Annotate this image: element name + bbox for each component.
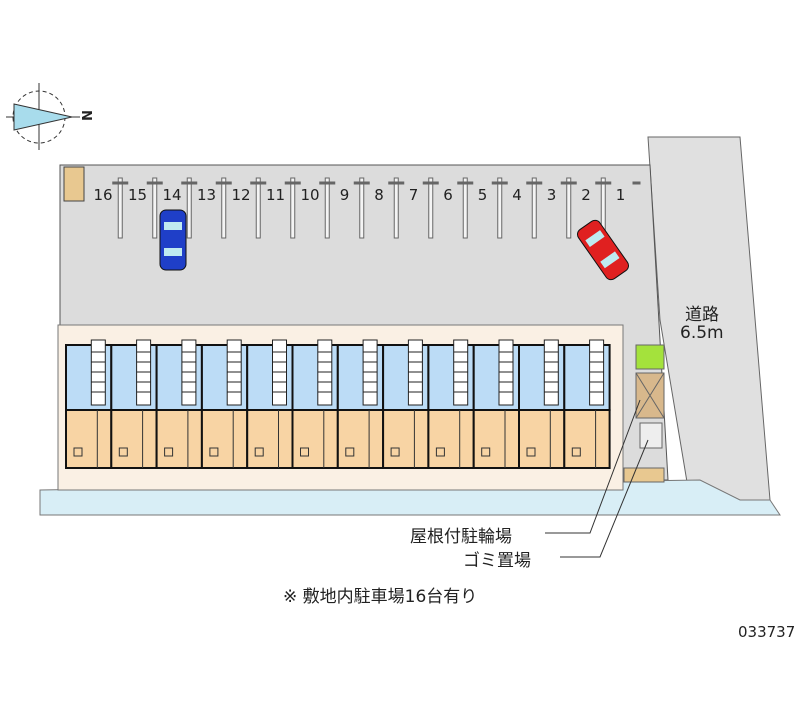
leader-trash [560, 439, 649, 558]
car-stall-2 [577, 219, 629, 281]
stall-number-13: 13 [196, 186, 217, 204]
stall-number-15: 15 [127, 186, 148, 204]
stall-divider [186, 177, 192, 239]
stall-number-6: 6 [443, 186, 453, 204]
stall-divider [393, 177, 399, 239]
stall-divider [290, 177, 296, 239]
apartment-unit [200, 339, 249, 469]
property-code: 033737 [738, 623, 796, 641]
roof-mark [635, 372, 665, 419]
stall-number-10: 10 [300, 186, 320, 204]
stall-number-4: 4 [512, 186, 522, 204]
stall-number-8: 8 [374, 186, 384, 204]
stall-number-14: 14 [162, 186, 182, 204]
apartment-unit [65, 339, 113, 469]
stall-divider [359, 177, 365, 239]
bicycle-rack [63, 166, 85, 202]
stall-divider [566, 177, 572, 239]
stall-divider [462, 177, 468, 239]
apartment-unit [336, 339, 385, 469]
compass-icon [6, 83, 80, 150]
apartment-unit [110, 339, 158, 469]
stall-divider [531, 177, 537, 239]
stall-number-7: 7 [408, 186, 419, 204]
stall-number-12: 12 [231, 186, 251, 204]
meter-box [623, 467, 665, 483]
stall-divider [117, 177, 123, 239]
stall-number-2: 2 [581, 186, 591, 204]
stall-number-11: 11 [265, 186, 286, 204]
stall-divider [221, 177, 227, 239]
bicycle-parking-label: 屋根付駐輪場 [410, 527, 512, 547]
road-label: 道路 [685, 305, 719, 325]
stall-number-1: 1 [615, 186, 626, 204]
stall-number-5: 5 [477, 186, 488, 204]
stall-divider [428, 177, 434, 239]
car-stall-14 [159, 209, 187, 271]
apartment-unit [472, 339, 521, 469]
apartment-unit [291, 339, 339, 469]
apartment-unit [246, 339, 294, 469]
stall-divider [152, 177, 158, 239]
apartment-unit [382, 339, 430, 469]
planting [635, 344, 665, 370]
trash-label: ゴミ置場 [463, 551, 531, 571]
north-label: N [77, 110, 93, 121]
apartment-unit [155, 339, 203, 469]
road-width: 6.5m [680, 323, 724, 343]
stall-number-9: 9 [339, 186, 350, 204]
parking-note: ※ 敷地内駐車場16台有り [283, 587, 478, 607]
stall-divider [324, 177, 330, 239]
apartment-unit [427, 339, 475, 469]
trash-area [639, 422, 663, 449]
apartment-unit [563, 339, 611, 469]
stall-number-16: 16 [93, 186, 113, 204]
leader-bicycle [545, 399, 641, 534]
stall-divider [255, 177, 261, 239]
stall-divider [497, 177, 503, 239]
apartment-unit [518, 339, 566, 469]
stall-number-3: 3 [546, 186, 557, 204]
